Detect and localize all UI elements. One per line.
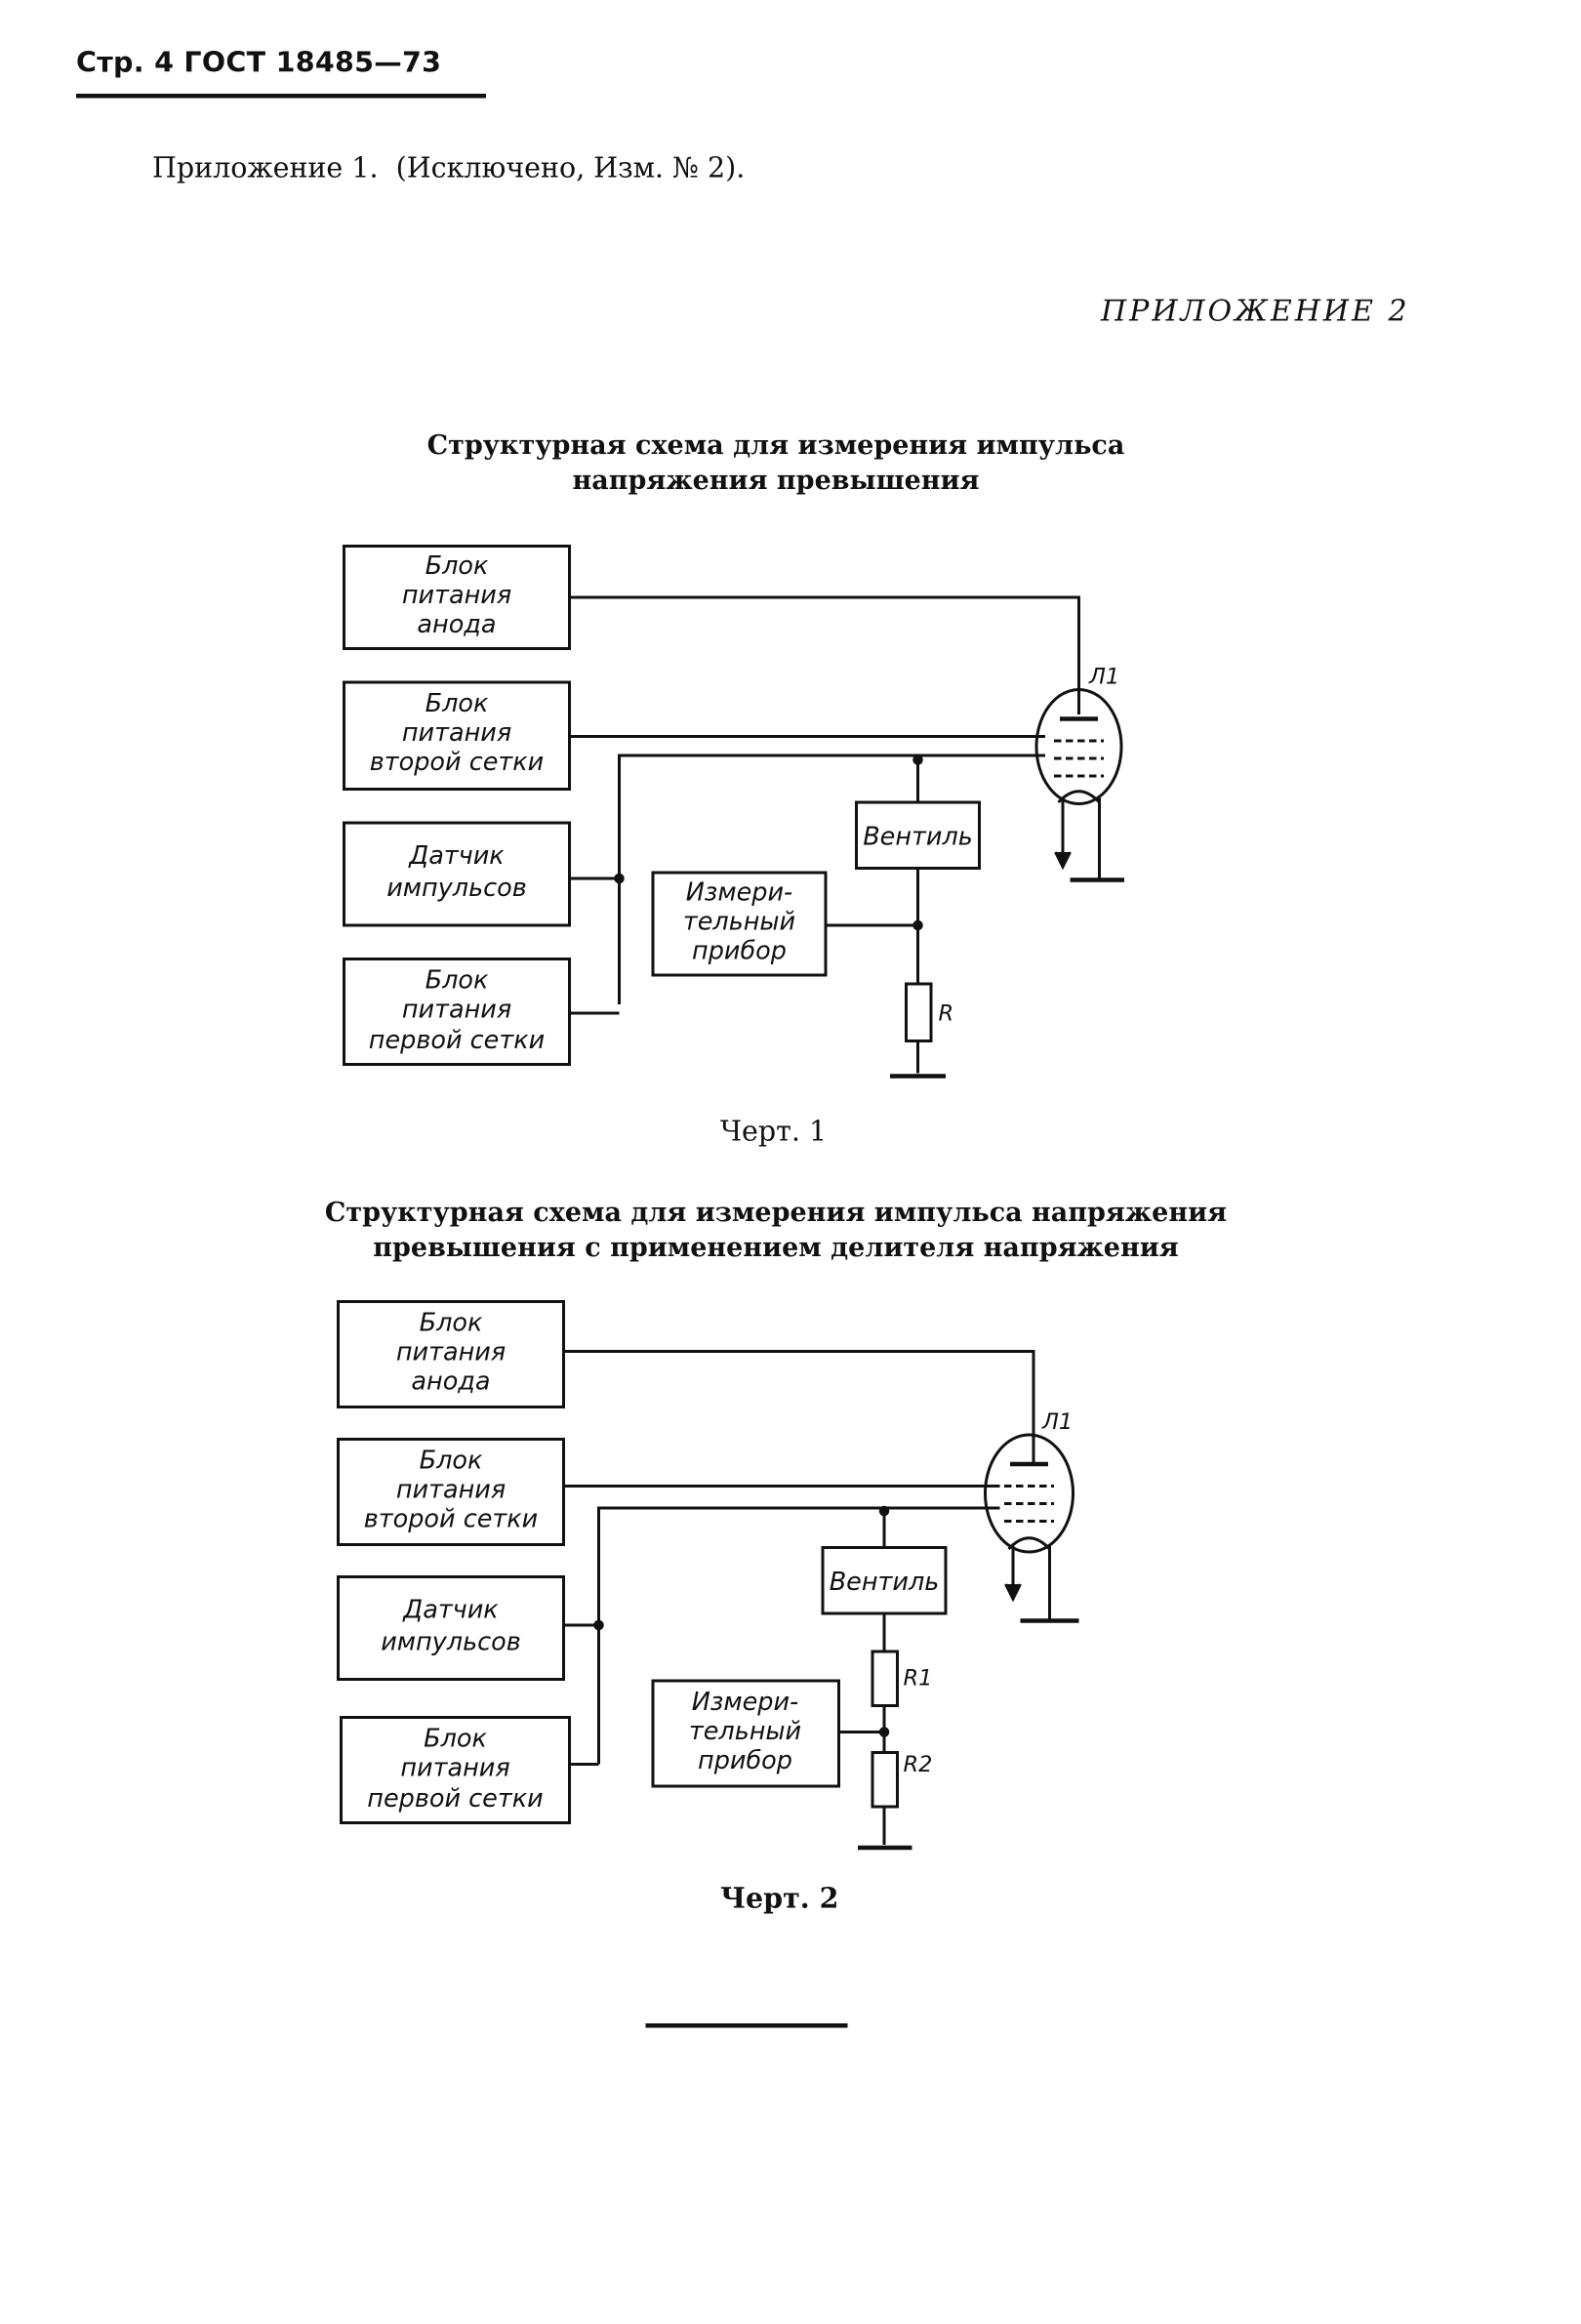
figure2-title-line1: Структурная схема для измерения импульса… <box>324 1198 1228 1229</box>
fig2-resistor-r1-label: R1 <box>904 1666 933 1692</box>
fig2-resistor-r2-label: R2 <box>904 1752 933 1777</box>
fig2-grid1-block-label-2: питания <box>400 1754 509 1783</box>
fig1-junction-dot <box>912 754 923 765</box>
fig1-valve-label: Вентиль <box>863 823 973 852</box>
fig1-anode-block-label-3: анода <box>417 610 496 639</box>
fig1-pulse-sensor-block <box>343 821 571 927</box>
fig2-grid1-supply-block <box>340 1716 571 1824</box>
fig1-anode-block-label-1: Блок <box>426 551 489 581</box>
page-header: Стр. 4 ГОСТ 18485—73 <box>76 47 442 79</box>
fig2-grid2-block-label-1: Блок <box>420 1447 483 1476</box>
figure2-caption: Черт. 2 <box>720 1883 839 1915</box>
fig2-junction-dot <box>878 1727 890 1737</box>
fig2-meter-label-2: тельный <box>689 1717 801 1746</box>
fig1-junction-dot <box>614 873 625 884</box>
fig2-grid1-block-label-1: Блок <box>424 1725 487 1754</box>
fig1-pulse-block-label-2: импульсов <box>386 874 527 903</box>
fig2-anode-supply-block <box>337 1300 565 1408</box>
fig2-grid2-block-label-2: питания <box>396 1476 506 1505</box>
figure1-title-line2: напряжения превышения <box>572 466 980 497</box>
fig1-grid2-block-label-3: второй сетки <box>370 748 545 777</box>
fig1-wires <box>569 595 1080 1079</box>
fig1-meter-label-1: Измери- <box>686 878 793 908</box>
fig2-resistor-r2 <box>871 1751 899 1809</box>
fig2-anode-block-label-2: питания <box>396 1338 506 1367</box>
fig1-junction-dot <box>912 919 923 931</box>
fig1-grid2-block-label-1: Блок <box>426 689 489 718</box>
figure2-title-line2: превышения с применением делителя напряж… <box>373 1233 1179 1264</box>
annex1-note: Приложение 1. (Исключено, Изм. № 2). <box>152 152 746 184</box>
fig2-grid2-block-label-3: второй сетки <box>364 1505 539 1534</box>
fig1-resistor-r-label: R <box>939 1001 954 1027</box>
fig1-tube-label: Л1 <box>1088 665 1119 690</box>
fig2-pulse-block-label-1: Датчик <box>402 1596 499 1625</box>
fig2-meter-label-3: прибор <box>698 1746 792 1775</box>
fig2-junction-dot <box>878 1505 890 1517</box>
fig2-vacuum-tube-l1 <box>984 1433 1079 1623</box>
fig1-grid1-block-label-1: Блок <box>426 966 489 996</box>
fig1-resistor-r <box>905 982 933 1042</box>
figure1-caption: Черт. 1 <box>720 1116 828 1148</box>
fig2-grid1-block-label-3: первой сетки <box>367 1784 543 1814</box>
fig1-meter-label-2: тельный <box>683 908 795 937</box>
fig2-meter-label-1: Измери- <box>692 1688 799 1717</box>
fig1-grid2-block-label-2: питания <box>402 718 511 748</box>
fig2-junction-dot <box>593 1619 604 1631</box>
fig2-wires <box>563 1350 1035 1851</box>
fig2-anode-block-label-1: Блок <box>420 1309 483 1338</box>
fig2-grid2-supply-block <box>337 1438 565 1546</box>
fig1-grid1-block-label-3: первой сетки <box>369 1026 545 1055</box>
fig2-pulse-block-label-2: импульсов <box>381 1628 521 1657</box>
fig1-meter-label-3: прибор <box>692 937 787 966</box>
fig2-pulse-sensor-block <box>337 1575 565 1681</box>
fig1-grid1-block-label-2: питания <box>402 996 511 1025</box>
fig1-vacuum-tube-l1 <box>1034 688 1124 882</box>
fig1-anode-block-label-2: питания <box>402 581 511 610</box>
end-rule <box>645 2023 848 2028</box>
fig2-anode-block-label-3: анода <box>411 1367 490 1397</box>
fig2-tube-label: Л1 <box>1041 1409 1073 1435</box>
annex2-label: ПРИЛОЖЕНИЕ 2 <box>1101 293 1410 328</box>
fig2-valve-label: Вентиль <box>830 1568 940 1597</box>
fig1-pulse-block-label-1: Датчик <box>408 841 505 871</box>
fig2-resistor-r1 <box>871 1650 899 1707</box>
header-rule <box>76 94 486 99</box>
figure1-title-line1: Структурная схема для измерения импульса <box>426 430 1125 462</box>
